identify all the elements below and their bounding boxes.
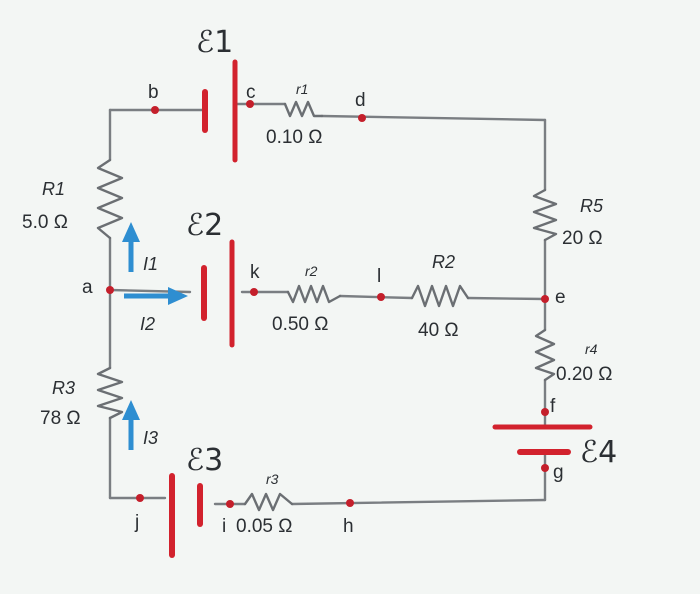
R1-name-label: R1: [42, 179, 65, 199]
R5-value-label: 20 Ω: [562, 228, 603, 249]
node-d: [358, 114, 366, 122]
resistor-r1: [283, 100, 324, 118]
node-k: [250, 288, 258, 296]
node-f: [541, 408, 549, 416]
r4-name-label: r4: [585, 341, 598, 357]
node-e-label: e: [555, 287, 566, 308]
wire-e: [466, 296, 547, 301]
wire-l: [338, 294, 414, 300]
emf-e1-label: ℰ1: [196, 25, 233, 60]
R3-name-label: R3: [52, 378, 75, 398]
emf-e3-label: ℰ3: [186, 443, 223, 478]
resistor-r3: [243, 492, 294, 512]
node-a-label: a: [82, 277, 93, 298]
node-l-label: l: [377, 266, 381, 287]
R3-value-label: 78 Ω: [40, 408, 81, 429]
current-arrows: [122, 222, 188, 450]
node-c: [246, 100, 254, 108]
r3-value-label: 0.05 Ω: [236, 516, 292, 537]
arrow-I2: [124, 287, 188, 305]
resistor-R3: [96, 366, 124, 420]
node-j-label: j: [134, 512, 139, 533]
node-i-label: i: [222, 516, 226, 537]
resistor-labels: r1 0.10 Ω R1 5.0 Ω R5 20 Ω r2 0.50 Ω R2 …: [22, 81, 612, 537]
node-h: [346, 499, 354, 507]
node-h-label: h: [343, 516, 354, 537]
r3-name-label: r3: [266, 471, 279, 487]
r2-name-label: r2: [305, 263, 318, 279]
node-i: [226, 500, 234, 508]
resistor-R5: [532, 188, 558, 242]
I3-label: I3: [143, 428, 158, 448]
resistors: [96, 100, 558, 512]
node-e: [541, 295, 549, 303]
node-b: [151, 106, 159, 114]
r1-value-label: 0.10 Ω: [266, 127, 322, 148]
R5-name-label: R5: [580, 196, 604, 216]
node-d-label: d: [355, 90, 366, 111]
node-b-label: b: [148, 82, 159, 103]
emf-e2-label: ℰ2: [186, 208, 223, 243]
batteries: [169, 59, 593, 558]
emf-e4-label: ℰ4: [580, 435, 617, 470]
resistor-R1: [96, 158, 124, 240]
resistor-r2: [286, 284, 342, 304]
current-labels: I1 I2 I3: [140, 254, 158, 448]
node-c-label: c: [246, 82, 256, 103]
I1-label: I1: [143, 254, 158, 274]
r4-value-label: 0.20 Ω: [556, 364, 612, 385]
node-g-label: g: [553, 462, 564, 483]
resistor-r4: [534, 328, 556, 382]
arrow-I1: [122, 222, 140, 272]
node-k-label: k: [250, 262, 260, 283]
node-g: [541, 464, 549, 472]
I2-label: I2: [140, 314, 155, 334]
R2-value-label: 40 Ω: [418, 320, 459, 341]
node-l: [377, 293, 385, 301]
node-labels: b c d a k l e f g h i j: [82, 82, 566, 537]
node-f-label: f: [550, 396, 556, 417]
node-j: [136, 494, 144, 502]
wires: [108, 102, 547, 506]
resistor-R2: [410, 284, 470, 308]
nodes: [106, 100, 549, 508]
R2-name-label: R2: [432, 252, 455, 272]
r1-name-label: r1: [296, 81, 308, 97]
arrow-I3: [122, 400, 140, 450]
node-a: [106, 286, 114, 294]
R1-value-label: 5.0 Ω: [22, 212, 68, 233]
wire-h: [290, 498, 547, 506]
r2-value-label: 0.50 Ω: [272, 314, 328, 335]
wire-d: [320, 114, 547, 122]
